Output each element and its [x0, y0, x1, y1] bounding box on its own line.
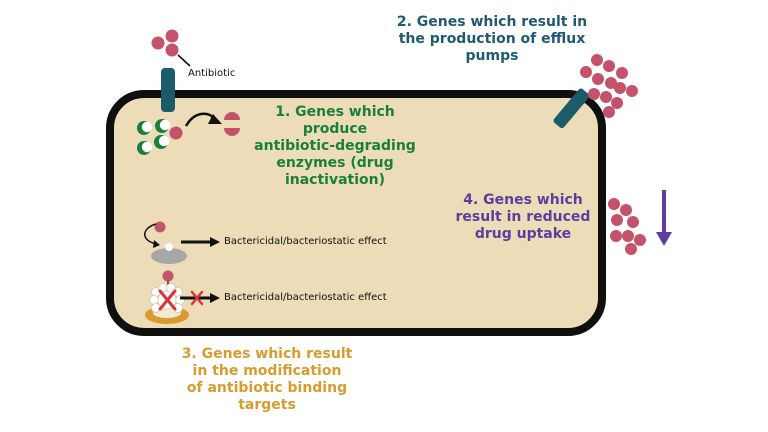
antibiotic-cluster-top	[151, 29, 179, 57]
antibiotic-molecule-modified	[162, 270, 174, 282]
enzyme-cluster	[137, 119, 183, 155]
target-icon-normal	[151, 248, 187, 264]
effect-arrowhead-blocked	[210, 293, 220, 303]
mechanism-3-label: 3. Genes which result in the modificatio…	[181, 346, 353, 414]
mechanism-2-label: 2. Genes which result in the production …	[396, 14, 588, 65]
binding-curve-arrow	[144, 223, 157, 245]
porin-channel-icon	[161, 68, 175, 112]
effect-arrowhead-normal	[210, 237, 220, 247]
mechanism-4-label: 4. Genes which result in reduced drug up…	[455, 192, 591, 243]
mechanism-1-label: 1. Genes which produce antibiotic-degrad…	[254, 104, 416, 189]
bacterial-cell	[106, 90, 606, 336]
degradation-arrowhead	[208, 114, 222, 124]
antibiotic-label: Antibiotic	[188, 68, 236, 79]
antibiotic-cluster-outside	[608, 198, 646, 255]
down-arrow-icon	[656, 232, 672, 246]
effect-blocked-label: Bactericidal/bacteriostatic effect	[224, 292, 387, 303]
blocked-binding-x-icon	[158, 289, 177, 311]
antibiotic-cluster-effluxed	[580, 54, 638, 118]
effect-normal-label: Bactericidal/bacteriostatic effect	[224, 236, 387, 247]
degraded-antibiotic-icon	[224, 112, 240, 136]
binding-site-normal	[165, 243, 173, 251]
antibiotic-pointer-line	[177, 54, 191, 67]
binding-curve-arrowhead	[153, 240, 160, 248]
blocked-effect-x-icon	[190, 290, 204, 306]
efflux-pump-icon	[553, 88, 590, 129]
antibiotic-molecule-normal	[154, 221, 166, 233]
